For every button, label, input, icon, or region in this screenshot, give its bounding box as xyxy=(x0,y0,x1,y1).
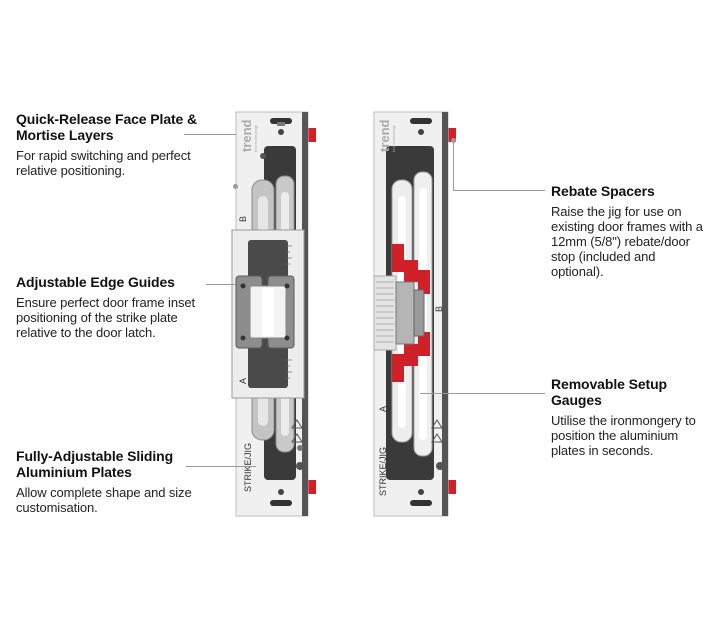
leader-setup-gauges xyxy=(420,393,545,394)
callout-edge-guides: Adjustable Edge Guides Ensure perfect do… xyxy=(16,274,221,340)
leader-sliding-plates xyxy=(186,466,256,467)
leader-edge-guides xyxy=(206,284,236,285)
callout-sliding-plates-title: Fully-Adjustable Sliding Aluminium Plate… xyxy=(16,448,174,480)
callout-rebate-spacers-description: Raise the jig for use on existing door f… xyxy=(551,204,703,279)
callout-edge-guides-description: Ensure perfect door frame inset position… xyxy=(16,295,195,340)
callout-setup-gauges-title: Removable Setup Gauges xyxy=(551,376,667,408)
right-jig-label: STRIKE/JIG xyxy=(378,447,388,496)
callout-rebate-spacers-title: Rebate Spacers xyxy=(551,183,655,199)
left-jig-mark-a: A xyxy=(238,378,248,384)
right-jig-mark-a: A xyxy=(378,406,388,412)
leader-rebate-spacers xyxy=(453,190,545,191)
left-jig-label: STRIKE/JIG xyxy=(243,443,253,492)
leader-face-plate-dot xyxy=(233,184,238,189)
right-strike-jig xyxy=(373,111,456,517)
left-jig-brand-sub: tool technology xyxy=(253,125,258,152)
left-jig-red-tab-top xyxy=(307,128,316,142)
callout-setup-gauges-description: Utilise the ironmongery to position the … xyxy=(551,413,696,458)
left-strike-jig xyxy=(231,111,316,517)
leader-rebate-spacers-vertical xyxy=(453,140,454,190)
callout-sliding-plates-description: Allow complete shape and size customisat… xyxy=(16,485,192,515)
callout-face-plate-description: For rapid switching and perfect relative… xyxy=(16,148,191,178)
right-jig-red-tab-bottom xyxy=(447,480,456,494)
right-jig-red-tab-top xyxy=(447,128,456,142)
left-jig-brand: trend xyxy=(239,119,254,152)
callout-edge-guides-title: Adjustable Edge Guides xyxy=(16,274,175,290)
callout-face-plate-title: Quick-Release Face Plate & Mortise Layer… xyxy=(16,111,198,143)
leader-face-plate xyxy=(184,134,236,135)
left-jig-red-tab-bottom xyxy=(307,480,316,494)
right-jig-brand-sub: tool technology xyxy=(391,125,396,152)
right-jig-mark-b: B xyxy=(434,306,444,312)
right-jig-brand: trend xyxy=(377,119,392,152)
callout-rebate-spacers: Rebate Spacers Raise the jig for use on … xyxy=(551,183,711,279)
callout-sliding-plates: Fully-Adjustable Sliding Aluminium Plate… xyxy=(16,448,221,515)
left-jig-mark-b: B xyxy=(238,216,248,222)
callout-setup-gauges: Removable Setup Gauges Utilise the ironm… xyxy=(551,376,711,458)
callout-face-plate: Quick-Release Face Plate & Mortise Layer… xyxy=(16,111,226,178)
leader-rebate-spacers-dot xyxy=(451,138,456,143)
